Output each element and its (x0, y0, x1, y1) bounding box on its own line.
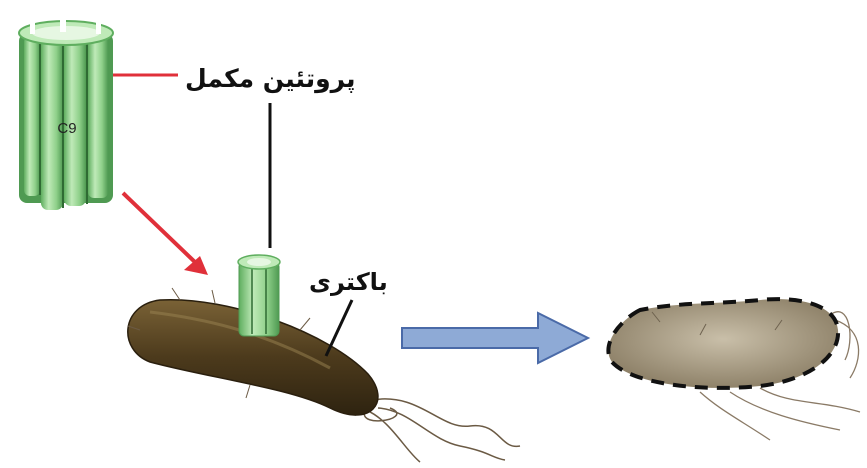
complement-protein-label: پروتئین مکمل (185, 64, 356, 93)
bacterium-icon (128, 288, 520, 462)
bacteria-label: باکتری (309, 268, 388, 296)
small-pore-icon (238, 255, 280, 336)
red-arrow-icon (123, 193, 208, 275)
c9-pore-icon: C9 (19, 8, 113, 210)
blue-arrow-icon (402, 313, 588, 363)
c9-label: C9 (57, 120, 76, 137)
pointer-line-bacteria (326, 300, 352, 356)
lysed-bacterium-icon (608, 299, 860, 440)
